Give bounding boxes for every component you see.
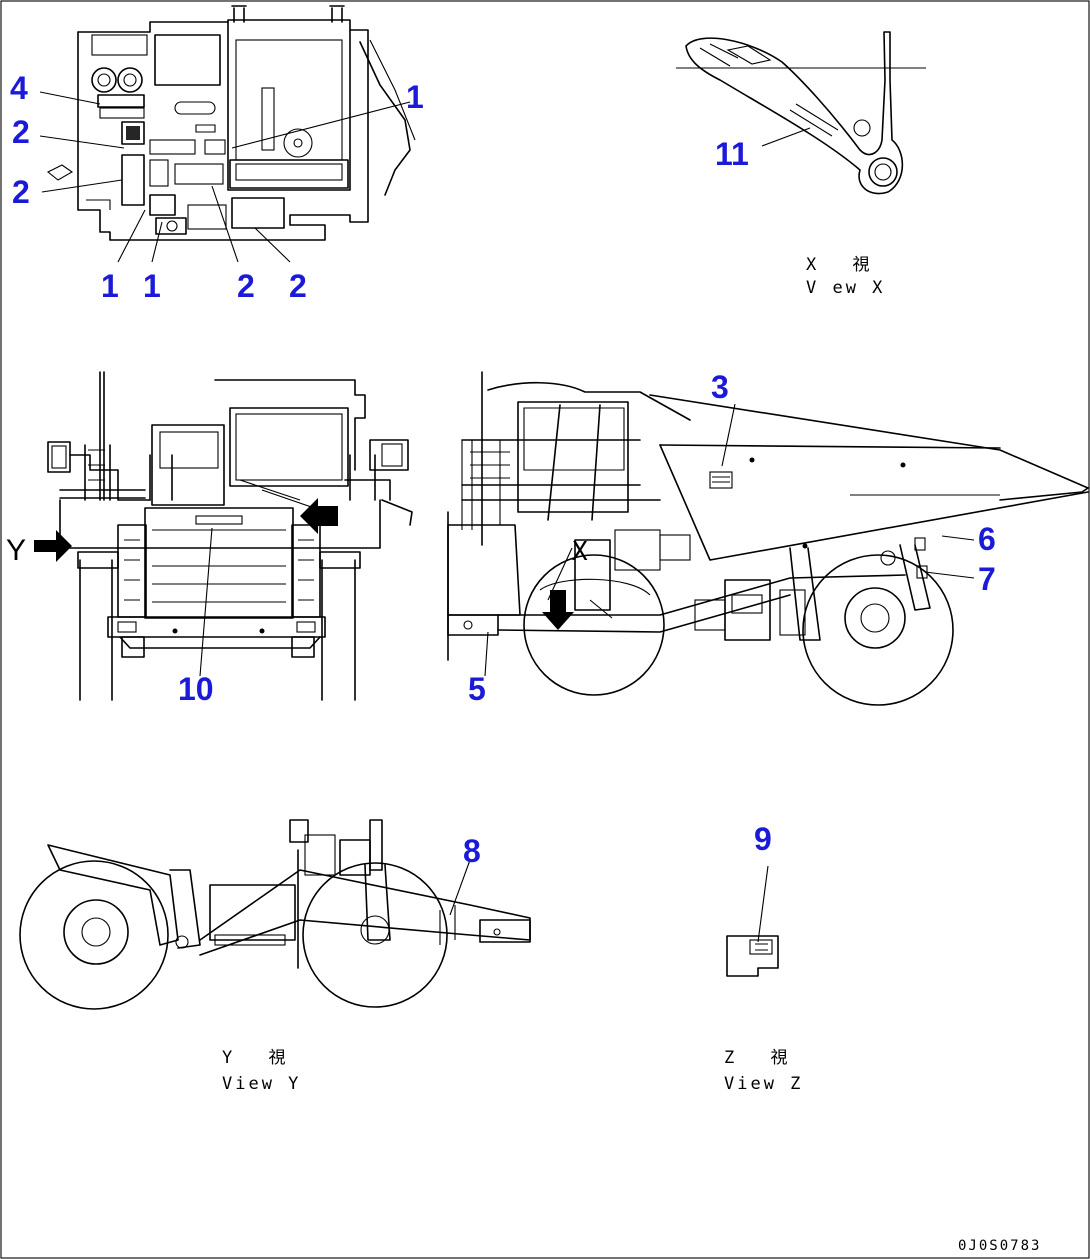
view-y-arrow <box>34 530 72 562</box>
view-z-arrow <box>300 498 338 534</box>
side-view-drawing: X <box>447 371 1089 706</box>
view-z-label-en: View Z <box>724 1074 803 1094</box>
callout-2: 2 <box>12 114 30 150</box>
view-x-arrow <box>542 590 574 630</box>
view-z-label-jp: Z 視 <box>724 1048 790 1068</box>
callout-2: 2 <box>237 268 255 304</box>
callout-2: 2 <box>12 174 30 210</box>
view-x-drawing <box>676 31 926 195</box>
callout-11: 11 <box>715 136 749 172</box>
view-y-label-en: View Y <box>222 1074 301 1094</box>
callout-10: 10 <box>178 671 214 707</box>
callout-1: 1 <box>406 79 424 115</box>
callout-7: 7 <box>978 561 996 597</box>
callout-8: 8 <box>463 833 481 869</box>
callout-9: 9 <box>754 821 772 857</box>
callout-1: 1 <box>101 268 119 304</box>
view-y-drawing <box>19 819 531 1010</box>
view-y-arrow-letter: Y <box>6 534 26 567</box>
view-x-label-jp: X 視 <box>806 255 872 275</box>
cab-interior-view <box>39 5 416 263</box>
callout-1: 1 <box>143 268 161 304</box>
section-mark-text: X <box>572 537 588 567</box>
view-x-label-en: V ew X <box>806 278 885 298</box>
callout-4: 4 <box>10 70 28 106</box>
front-view-drawing <box>47 371 413 701</box>
callout-2: 2 <box>289 268 307 304</box>
callout-6: 6 <box>978 521 996 557</box>
callout-5: 5 <box>468 671 486 707</box>
callout-3: 3 <box>711 369 729 405</box>
view-y-label-jp: Y 視 <box>222 1048 288 1068</box>
drawing-number: 0J0S0783 <box>958 1238 1041 1254</box>
view-z-drawing <box>726 865 779 977</box>
